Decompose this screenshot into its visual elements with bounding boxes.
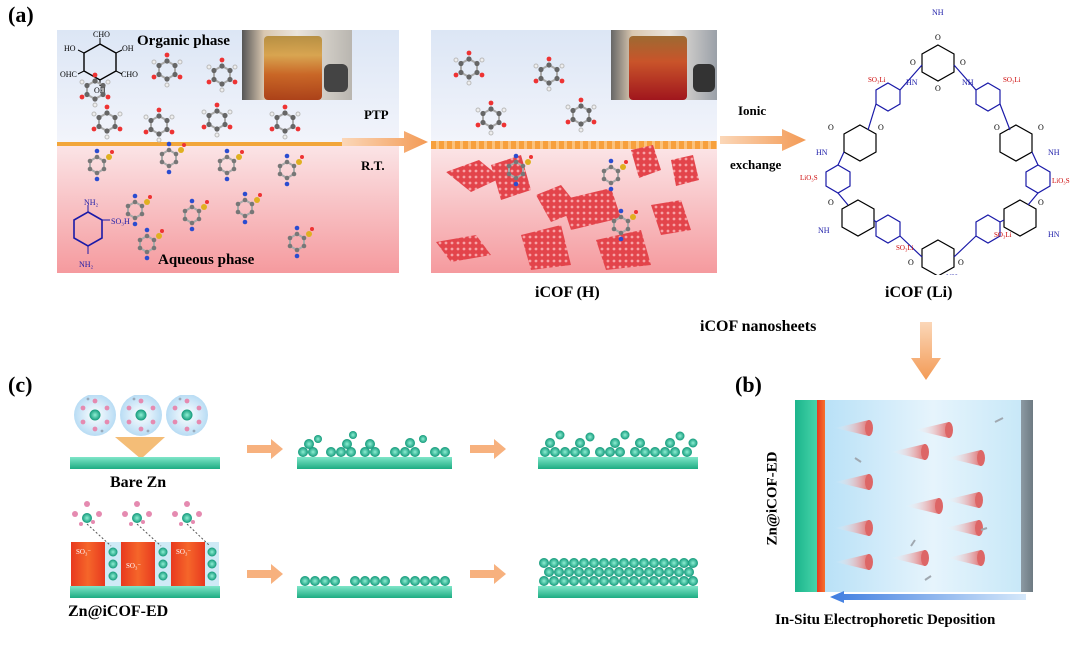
icof-film: [431, 141, 717, 149]
svg-text:HN: HN: [1048, 230, 1060, 239]
arrow-ptp-label: PTP: [364, 107, 389, 122]
svg-text:O: O: [935, 84, 941, 93]
svg-text:SO₃Li: SO₃Li: [868, 76, 886, 84]
svg-text:O: O: [994, 123, 1000, 132]
panel-label-a: (a): [8, 2, 34, 27]
svg-text:O: O: [910, 58, 916, 67]
aldehyde-oh-right: OH: [122, 44, 134, 53]
amine-monomer-structure: [73, 205, 110, 254]
svg-text:O: O: [828, 123, 834, 132]
so3-label-2: SO₃⁻: [126, 562, 142, 570]
svg-text:O: O: [935, 33, 941, 42]
aldehyde-cho-top: CHO: [93, 30, 110, 39]
svg-text:NH: NH: [962, 78, 974, 87]
amine-nh2-bottom: NH₂: [79, 260, 94, 269]
aldehyde-cho-right: CHO: [121, 70, 138, 79]
svg-text:O: O: [960, 58, 966, 67]
so3-label-3: SO₃⁻: [176, 548, 192, 556]
deposition-caption: In-Situ Electrophoretic Deposition: [775, 612, 996, 628]
vial-photo-1: [242, 30, 352, 100]
svg-text:O: O: [1038, 123, 1044, 132]
vial-photo-2: [611, 30, 717, 100]
svg-text:NH: NH: [946, 273, 958, 275]
arrow-down-to-b: [911, 322, 941, 380]
aqueous-layer: [57, 146, 399, 273]
svg-text:NH: NH: [1048, 148, 1060, 157]
icof-li-label: iCOF (Li): [885, 284, 953, 301]
arrow-ionic-label: Ionic: [738, 103, 767, 118]
bare-zn-row: [70, 395, 698, 469]
deposition-arrow: [830, 591, 1026, 603]
icof-h-label: iCOF (H): [535, 284, 600, 301]
zn-icof-ed-label: Zn@iCOF-ED: [68, 603, 169, 620]
icof-layer: [817, 400, 825, 592]
svg-text:HN: HN: [816, 148, 828, 157]
panel-label-c: (c): [8, 372, 33, 397]
aldehyde-ohc: OHC: [60, 70, 77, 79]
panel-label-b: (b): [735, 372, 762, 397]
bare-zn-label: Bare Zn: [110, 474, 167, 491]
amine-so3h: SO₃H: [111, 217, 130, 226]
svg-text:O: O: [878, 123, 884, 132]
amine-nh2-top: NH₂: [84, 198, 99, 207]
interface-line: [57, 142, 399, 146]
svg-text:SO₃Li: SO₃Li: [896, 244, 914, 252]
arrow-ptp: [342, 131, 428, 153]
svg-text:SO₃Li: SO₃Li: [994, 231, 1012, 239]
zn-icof-ed-side-label: Zn@iCOF-ED: [764, 451, 781, 546]
svg-text:NH: NH: [818, 226, 830, 235]
svg-text:LiO₃S: LiO₃S: [800, 174, 818, 182]
arrow-rt-label: R.T.: [361, 158, 385, 173]
svg-text:O: O: [828, 198, 834, 207]
aldehyde-ho: HO: [64, 44, 76, 53]
aldehyde-oh-bottom: OH: [94, 86, 106, 95]
svg-text:SO₃Li: SO₃Li: [1003, 76, 1021, 84]
svg-text:LiO₃S: LiO₃S: [1052, 177, 1070, 185]
svg-text:O: O: [908, 258, 914, 267]
counter-electrode: [1021, 400, 1033, 592]
coated-zn-row: [70, 501, 698, 598]
aldehyde-monomer-structure: [77, 38, 123, 86]
aqueous-phase-label: Aqueous phase: [158, 252, 255, 268]
svg-text:NH: NH: [932, 8, 944, 17]
nanosheet-cones: [835, 417, 1004, 581]
svg-text:O: O: [958, 258, 964, 267]
so3-label-1: SO₃⁻: [76, 548, 92, 556]
icof-sheets-decorations: [436, 49, 699, 270]
icof-nanosheets-label: iCOF nanosheets: [700, 318, 817, 335]
interface-box-initial: [57, 30, 399, 273]
svg-text:HN: HN: [906, 78, 918, 87]
arrow-ionic-exchange: [720, 129, 806, 151]
zn-electrode: [795, 400, 817, 592]
arrow-exchange-label: exchange: [730, 157, 782, 172]
svg-text:O: O: [1038, 198, 1044, 207]
organic-phase-label: Organic phase: [137, 33, 230, 49]
